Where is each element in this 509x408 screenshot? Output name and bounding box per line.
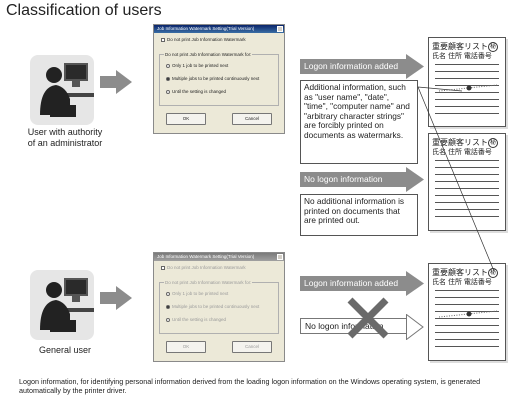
secret-stamp-icon: 秘 [488,41,498,52]
leader-lines [417,86,495,272]
cancel-button[interactable]: Cancel [232,113,272,125]
cross-icon [347,297,389,339]
general-user-icon [30,270,94,340]
arrow-right-icon [100,286,132,310]
logon-added-banner-bottom: Logon information added [300,271,424,296]
secret-stamp-icon: 秘 [488,137,498,148]
watermark-dialog-disabled: Job Information Watermark Setting(Trial … [153,252,285,362]
none-info-box: No additional information is printed on … [300,194,418,236]
do-not-print-checkbox: Do not print Job Information Watermark [161,265,246,270]
option-until-changed[interactable]: Until the setting is changed [166,89,226,94]
general-user-label: General user [38,345,92,355]
option-one-job[interactable]: Only 1 job to be printed next [166,63,228,68]
admin-user-icon [30,55,94,125]
close-icon[interactable] [277,254,283,260]
page-title: Classification of users [6,2,162,19]
option-group: Do not print Job Information Watermark f… [159,280,279,334]
option-multiple-jobs[interactable]: Multiple jobs to be printed continuously… [166,76,259,81]
arrow-right-icon [100,70,132,94]
general-user-figure [30,270,94,340]
do-not-print-checkbox[interactable]: Do not print Job Information Watermark [161,37,246,42]
option-one-job: Only 1 job to be printed next [166,291,228,296]
document-plain: 重要顧客リスト秘 氏名 住所 電話番号 [428,133,506,231]
added-info-box: Additional information, such as "user na… [300,80,418,164]
logon-added-banner: Logon information added [300,54,424,79]
banner-arrowhead-icon [406,167,424,192]
option-group: Do not print Job Information Watermark f… [159,52,279,106]
document-general: 重要顧客リスト秘 氏名 住所 電話番号 [428,263,506,361]
option-multiple-jobs: Multiple jobs to be printed continuously… [166,304,259,309]
ok-button[interactable]: OK [166,113,206,125]
banner-arrowhead-icon [406,54,424,79]
close-icon[interactable] [277,26,283,32]
document-with-watermark: 重要顧客リスト秘 氏名 住所 電話番号 [428,37,506,127]
dialog-title: Job Information Watermark Setting(Trial … [154,25,284,33]
cancel-button: Cancel [232,341,272,353]
banner-arrowhead-icon [406,271,424,296]
admin-user-figure [30,55,94,125]
footer-note: Logon information, for identifying perso… [19,377,481,395]
banner-arrowhead-outline-icon [406,314,424,340]
no-logon-banner: No logon information [300,167,424,192]
watermark-dots-icon [439,310,497,318]
option-until-changed: Until the setting is changed [166,317,226,322]
watermark-dialog: Job Information Watermark Setting(Trial … [153,24,285,134]
dialog-title: Job Information Watermark Setting(Trial … [154,253,284,261]
watermark-dots-icon [439,84,497,92]
ok-button: OK [166,341,206,353]
admin-user-label: User with authority of an administrator [27,127,103,148]
